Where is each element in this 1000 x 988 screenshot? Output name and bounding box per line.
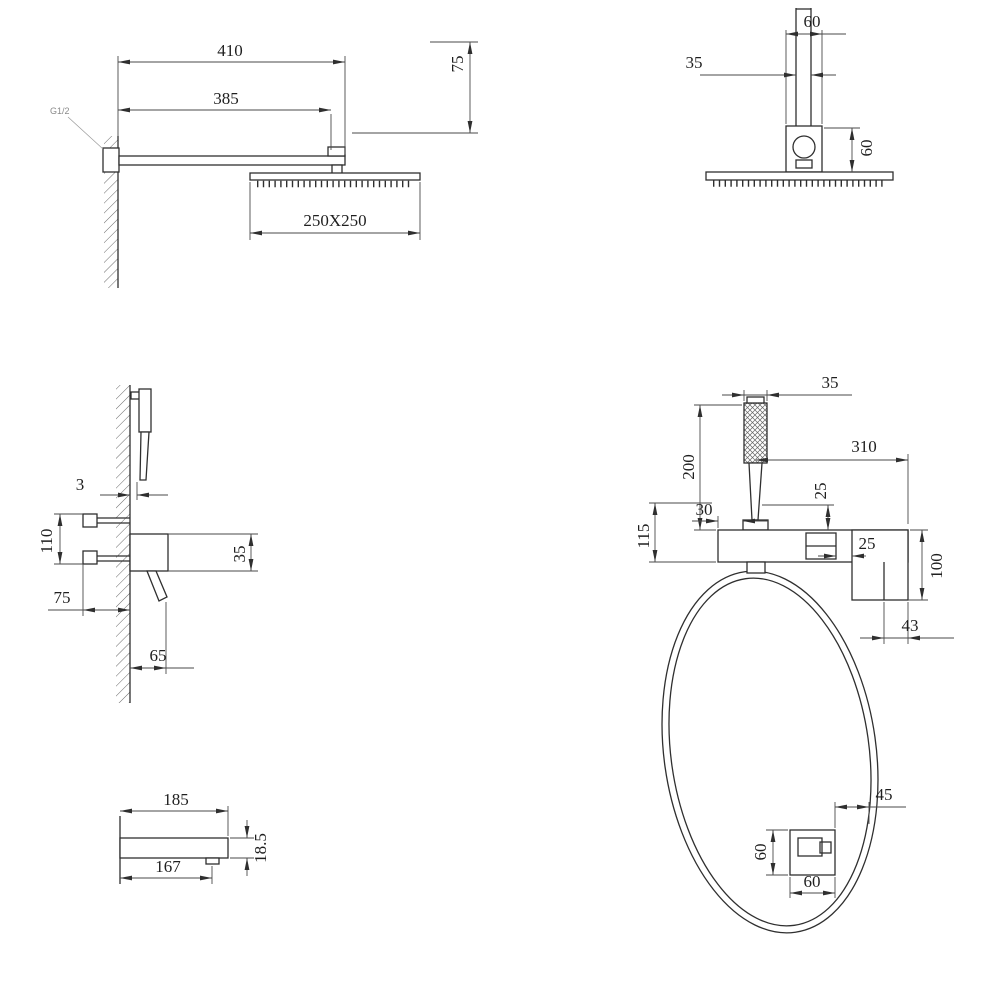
- dim-elbow-height: 60: [751, 844, 770, 861]
- dim-hose-gap: 45: [876, 785, 893, 804]
- dim-top-offset: 25: [811, 483, 830, 500]
- thread-label: G1/2: [50, 106, 70, 116]
- view-mixer-side: 3 110 75 35 65: [37, 385, 258, 703]
- dim-arm-center: 385: [213, 89, 239, 108]
- wand-handle: [139, 431, 150, 481]
- connector-nut: [795, 159, 813, 169]
- dim-reach: 65: [150, 646, 167, 665]
- dim-connector-width: 60: [804, 12, 821, 31]
- dim-head-drop: 75: [448, 56, 467, 73]
- dim-spout-length: 185: [163, 790, 189, 809]
- view-hand-shower: 35 310 200 25 30 115 25 100 43: [634, 373, 954, 934]
- connector-ball: [792, 135, 816, 159]
- dim-hose-drop: 200: [679, 454, 698, 480]
- view-spout: 185 167 18.5: [119, 790, 270, 884]
- dim-aerator-offset: 167: [155, 857, 181, 876]
- hose-nut: [746, 561, 766, 574]
- dim-inlet-spacing: 110: [37, 529, 56, 554]
- dim-bar-length: 310: [851, 437, 877, 456]
- dim-inlet-depth: 75: [54, 588, 71, 607]
- elbow-outlet: [819, 841, 832, 854]
- spout-aerator: [205, 857, 220, 865]
- mixer-lever: [146, 570, 168, 602]
- dim-bracket-height: 115: [634, 524, 653, 549]
- handshower-cap: [746, 396, 765, 404]
- dim-outlet-drop: 100: [927, 553, 946, 579]
- inlet-upper: [82, 513, 98, 528]
- view-head-front: 60 35 60: [686, 8, 894, 187]
- view-wall-elbow: 45 60 60: [751, 785, 906, 898]
- dim-pipe-width: 35: [686, 53, 703, 72]
- elbow-body: [797, 837, 823, 857]
- outlet-block: [851, 529, 909, 601]
- dim-connector-height: 60: [857, 140, 876, 157]
- dim-gap: 25: [859, 534, 876, 553]
- dim-end-offset: 30: [696, 500, 713, 519]
- dim-outlet-offset: 43: [902, 616, 919, 635]
- dim-arm-length: 410: [217, 41, 243, 60]
- dim-wall-gap: 3: [76, 475, 85, 494]
- mixer-body: [129, 533, 169, 572]
- wall-hatch: [104, 136, 118, 288]
- shower-arm: [118, 155, 346, 166]
- dim-body-height: 35: [230, 546, 249, 563]
- head-plate: [249, 172, 421, 181]
- wall-hatch-2: [116, 385, 130, 703]
- wall-flange: [102, 147, 120, 173]
- head-connector: [785, 125, 823, 173]
- dim-head-size: 250X250: [303, 211, 366, 230]
- holder-coupling: [742, 519, 769, 531]
- hose-inner: [668, 577, 872, 927]
- view-head-side: 410 385 75 250X250 G1/2: [50, 41, 478, 288]
- hose-outer: [661, 570, 879, 934]
- dim-elbow-width: 60: [804, 872, 821, 891]
- wand-head: [138, 388, 152, 433]
- thread-leader: [67, 116, 104, 150]
- dim-hand-head-width: 35: [822, 373, 839, 392]
- inlet-lower: [82, 550, 98, 565]
- handshower-handle: [748, 462, 763, 521]
- spout-body: [119, 837, 229, 859]
- dim-spout-height: 18.5: [251, 833, 270, 863]
- handshower-head: [743, 402, 768, 464]
- head-plate-front: [705, 171, 894, 181]
